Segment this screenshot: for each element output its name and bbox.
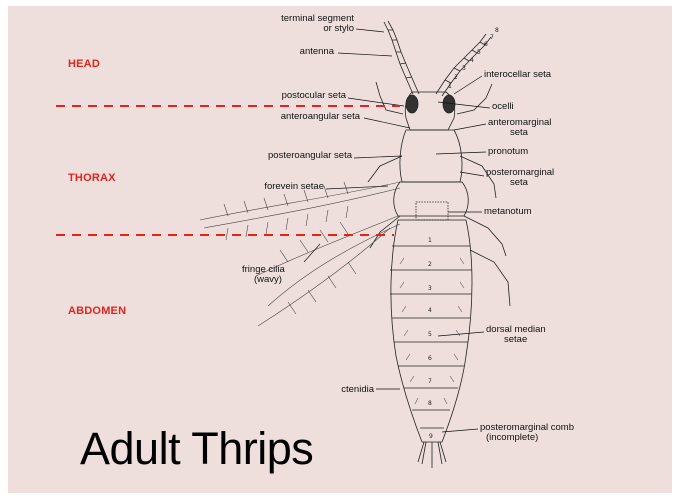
segment-number: 4 (428, 307, 432, 314)
posteroangular-seta-label: posteroangular seta (268, 150, 353, 161)
antenna-left (384, 21, 419, 94)
fringe-cilia-label-2: (wavy) (254, 274, 282, 285)
antenna-segment-number: 5 (477, 49, 481, 56)
antenna-segment-number: 4 (470, 57, 474, 64)
antenna-label: antenna (300, 46, 335, 57)
segment-number: 5 (428, 331, 432, 338)
abdominal-setae (400, 258, 464, 404)
metanotum-label: metanotum (484, 206, 532, 217)
head-region-label: HEAD (68, 58, 100, 70)
antenna-segment-number: 6 (484, 41, 488, 48)
segment-number: 8 (428, 400, 432, 407)
antenna-segment-number: 2 (454, 74, 458, 81)
figure-title: Adult Thrips (80, 426, 313, 471)
postocular-seta-label: postocular seta (282, 90, 347, 101)
segment-number: 6 (428, 355, 432, 362)
anteromarginal-seta-label-2: seta (510, 127, 529, 138)
ocelli-label: ocelli (492, 101, 514, 112)
posteromarginal-comb-label-2: (incomplete) (486, 432, 538, 443)
interocellar-seta-label: interocellar seta (484, 69, 552, 80)
antenna-segment-number: 1 (448, 83, 452, 90)
forevein-setae-label: forevein setae (264, 181, 324, 192)
thorax-region-label: THORAX (68, 172, 116, 184)
pronotum-label: pronotum (488, 146, 528, 157)
antenna-segment-number: 3 (462, 65, 466, 72)
abdomen-region-label: ABDOMEN (68, 305, 126, 317)
mesothorax-outline (394, 182, 469, 216)
anteroangular-seta-label: anteroangular seta (281, 111, 361, 122)
segment-number: 1 (428, 237, 432, 244)
antenna-segment-numbers: 1 2 3 4 5 6 7 8 (448, 27, 499, 90)
segment-number: 7 (428, 378, 432, 385)
figure-frame: 1 2 3 4 5 6 7 8 9 1 2 3 4 5 6 7 8 termin… (8, 6, 672, 493)
ctenidia-label: ctenidia (341, 384, 374, 395)
pronotum-outline (400, 130, 462, 182)
legs (368, 82, 510, 306)
compound-eye-left (406, 95, 418, 113)
posteromarginal-seta-label-2: seta (510, 177, 529, 188)
segment-numbers: 1 2 3 4 5 6 7 8 9 (428, 237, 433, 440)
abdomen-tip (418, 442, 446, 468)
thrips-diagram: 1 2 3 4 5 6 7 8 9 1 2 3 4 5 6 7 8 termin… (8, 6, 672, 493)
antenna-segment-number: 8 (495, 27, 499, 34)
segment-number: 9 (429, 433, 433, 440)
metanotum-outline (416, 202, 448, 220)
segment-number: 2 (428, 261, 432, 268)
terminal-segment-label-2: or stylo (323, 23, 354, 34)
antenna-segment-number: 7 (490, 34, 494, 41)
dorsal-median-setae-label-2: setae (504, 334, 527, 345)
segment-number: 3 (428, 285, 432, 292)
